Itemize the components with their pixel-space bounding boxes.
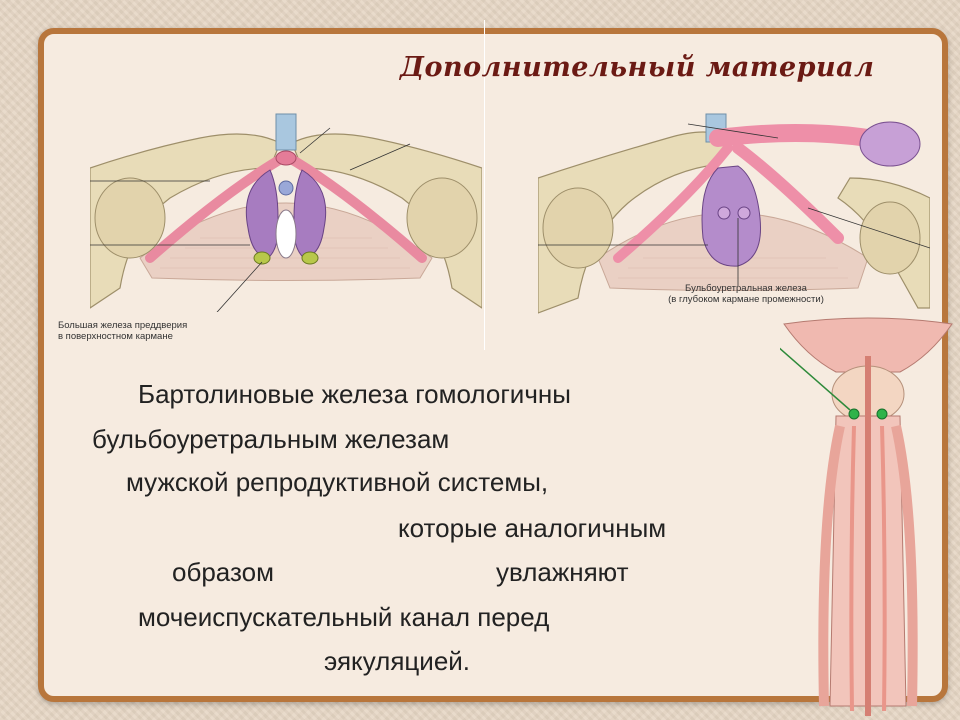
right-caption: Бульбоуретральная железа (в глубоком кар…	[636, 283, 856, 305]
male-urethra-illustration	[780, 317, 953, 716]
body-line-5b: увлажняют	[496, 557, 629, 587]
right-caption-line2: (в глубоком кармане промежности)	[668, 294, 824, 305]
body-line-1: Бартолиновые железа гомологичны	[138, 379, 571, 409]
male-perineum-illustration	[538, 108, 930, 318]
body-line-7: эякуляцией.	[324, 646, 471, 676]
body-line-6: мочеиспускательный канал перед	[138, 602, 550, 632]
slide-title: Дополнительный материал	[400, 52, 875, 83]
body-line-4: которые аналогичным	[398, 513, 667, 543]
body-line-2: бульбоуретральным железам	[92, 424, 450, 454]
left-caption: Большая железа преддверия в поверхностно…	[58, 320, 258, 342]
divider-line	[484, 20, 485, 350]
right-caption-line1: Бульбоуретральная железа	[685, 283, 807, 294]
left-caption-line2: в поверхностном кармане	[58, 331, 173, 342]
left-caption-line1: Большая железа преддверия	[58, 320, 188, 331]
body-line-5a: образом	[172, 557, 274, 587]
female-perineum-illustration	[90, 108, 482, 312]
body-line-3: мужской репродуктивной системы,	[126, 467, 549, 497]
